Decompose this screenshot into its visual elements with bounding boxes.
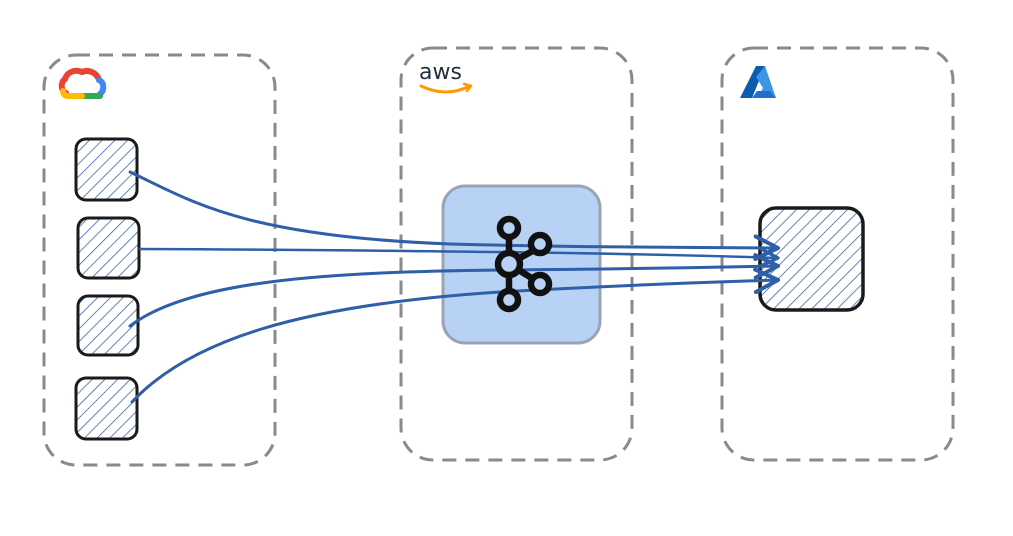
aws-logo-text: aws <box>419 60 462 85</box>
source-node-4 <box>74 376 139 441</box>
source-node-1 <box>74 137 139 202</box>
flow-arrow-2 <box>138 246 780 269</box>
azure-group <box>720 46 955 462</box>
source-node-2 <box>76 216 141 280</box>
google-cloud-logo <box>58 67 107 99</box>
flow-arrow-1 <box>128 170 781 261</box>
gcp-group <box>42 53 277 467</box>
flow-arrows <box>128 170 781 404</box>
flow-arrow-3 <box>128 253 781 328</box>
source-node-3 <box>76 294 140 357</box>
flow-arrow-4 <box>130 267 781 404</box>
kafka-icon <box>494 215 553 313</box>
azure-logo <box>740 66 776 98</box>
aws-logo: aws <box>419 60 473 94</box>
